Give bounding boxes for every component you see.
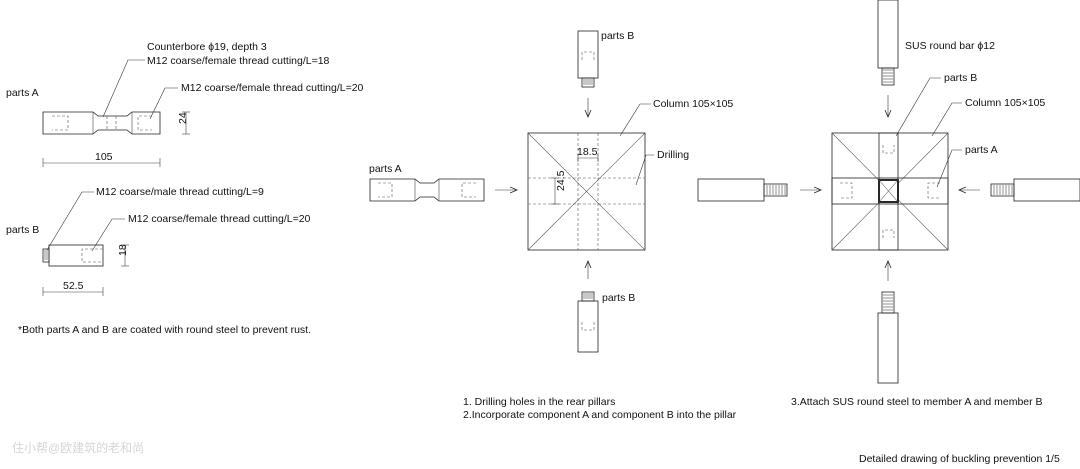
coating-note: *Both parts A and B are coated with roun…: [18, 324, 311, 336]
dimension-a-length: 105: [42, 151, 161, 167]
dim-b-length-text: 52.5: [63, 280, 84, 292]
part-b-drawing: [42, 244, 104, 267]
parts-b-top-drawing: [577, 30, 599, 88]
parts-a-label: parts A: [6, 87, 39, 99]
sus-bar-right-drawing: [990, 178, 1080, 202]
sus-bar-top-drawing: [877, 0, 899, 86]
dimension-b-height: 18: [117, 244, 129, 267]
parts-b-bottom-drawing: [577, 291, 599, 353]
dimension-b-length: 52.5: [42, 280, 104, 296]
dim-a-height-text: 24: [177, 112, 189, 124]
dim-a-length-text: 105: [95, 151, 113, 163]
parts-b-bottom-label: parts B: [602, 292, 635, 304]
column-label: Column 105×105: [653, 98, 733, 110]
column-drawing: [527, 132, 646, 251]
parts-b-top-label: parts B: [601, 30, 634, 42]
parts-detail-panel: parts A Counterbore ϕ19, depth 3 M12 coa…: [6, 41, 364, 336]
part-a-drawing: [42, 111, 161, 135]
step-3-text: 3.Attach SUS round steel to member A and…: [791, 396, 1043, 408]
parts-a-side-label: parts A: [369, 163, 402, 175]
column-right-label: Column 105×105: [965, 97, 1045, 109]
dim-b-height-text: 18: [117, 244, 129, 256]
sus-bar-bottom-drawing: [877, 291, 899, 384]
assembled-column-drawing: [831, 132, 949, 251]
step-2-text: 2.Incorporate component A and component …: [463, 409, 737, 421]
sus-bar-left-drawing: [697, 178, 788, 202]
m12-female-18-note: M12 coarse/female thread cutting/L=18: [147, 55, 330, 67]
m12-female-20-note: M12 coarse/female thread cutting/L=20: [181, 82, 364, 94]
m12-female-20-b-note: M12 coarse/female thread cutting/L=20: [128, 213, 311, 225]
m12-male-9-note: M12 coarse/male thread cutting/L=9: [96, 186, 264, 198]
watermark: 住小帮@欧建筑的老和尚: [12, 440, 144, 455]
step-one-two-panel: parts B Column 105×105 Drilling 18.5: [369, 30, 737, 421]
counterbore-note: Counterbore ϕ19, depth 3: [147, 41, 267, 53]
parts-a-side-drawing: [369, 178, 485, 202]
parts-b-label: parts B: [6, 224, 39, 236]
parts-b-right-label: parts B: [944, 72, 977, 84]
step-three-panel: SUS round bar ϕ12 parts B Column 105×105…: [697, 0, 1080, 408]
sus-round-bar-label: SUS round bar ϕ12: [905, 40, 995, 52]
drilling-label: Drilling: [657, 149, 689, 161]
drawing-title: Detailed drawing of buckling prevention …: [859, 453, 1060, 465]
dim-18-5-text: 18.5: [577, 146, 598, 158]
dimension-24-5: 24.5: [551, 170, 567, 205]
step-1-text: 1. Drilling holes in the rear pillars: [463, 396, 615, 408]
dim-24-5-text: 24.5: [555, 170, 567, 191]
parts-a-right-label: parts A: [965, 144, 998, 156]
dimension-a-height: 24: [177, 111, 190, 135]
dimension-18-5: 18.5: [577, 146, 599, 162]
